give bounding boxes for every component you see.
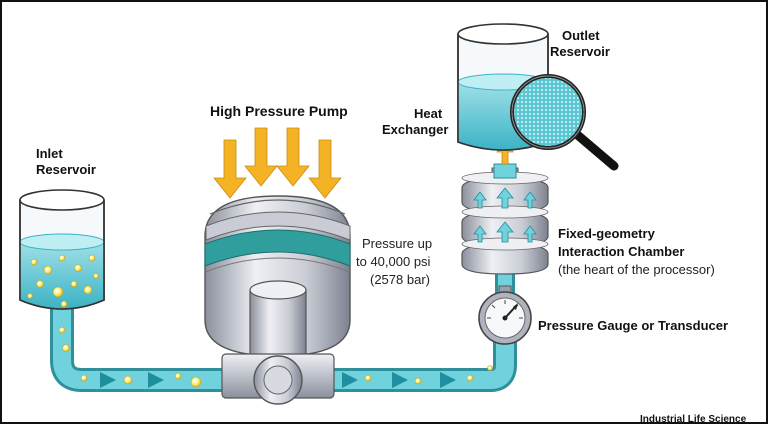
svg-text:Fixed-geometry: Fixed-geometry: [558, 226, 656, 241]
svg-text:Heat: Heat: [414, 106, 443, 121]
svg-text:(the heart of the processor): (the heart of the processor): [558, 262, 715, 277]
svg-text:Inlet: Inlet: [36, 146, 63, 161]
svg-text:to 40,000 psi: to 40,000 psi: [356, 254, 431, 269]
inlet-reservoir: [19, 189, 105, 310]
svg-text:Outlet: Outlet: [562, 28, 600, 43]
svg-text:Reservoir: Reservoir: [550, 44, 610, 59]
label-outlet-reservoir: Outlet Reservoir: [550, 28, 610, 59]
flow-arrows: [100, 372, 456, 388]
gauge-icon: [478, 285, 532, 345]
interaction-chamber: [461, 139, 549, 275]
svg-text:Exchanger: Exchanger: [382, 122, 448, 137]
high-pressure-pump: [204, 127, 351, 405]
label-inlet-reservoir: Inlet Reservoir: [36, 146, 96, 177]
svg-text:(2578 bar): (2578 bar): [370, 272, 430, 287]
label-pump: High Pressure Pump: [210, 103, 348, 119]
label-pressure-gauge: Pressure Gauge or Transducer: [538, 318, 728, 333]
label-heat-exchanger: Heat Exchanger: [382, 106, 448, 137]
svg-text:Reservoir: Reservoir: [36, 162, 96, 177]
label-interaction-chamber: Fixed-geometry Interaction Chamber (the …: [558, 226, 715, 277]
credit-text: Industrial Life Science: [640, 414, 747, 424]
pipe-droplets: [58, 326, 493, 388]
label-pressure: Pressure up to 40,000 psi (2578 bar): [356, 236, 432, 287]
down-arrow-icon: [213, 127, 342, 199]
magnifier-icon: [510, 74, 619, 171]
svg-text:Pressure up: Pressure up: [362, 236, 432, 251]
svg-text:Interaction Chamber: Interaction Chamber: [558, 244, 684, 259]
